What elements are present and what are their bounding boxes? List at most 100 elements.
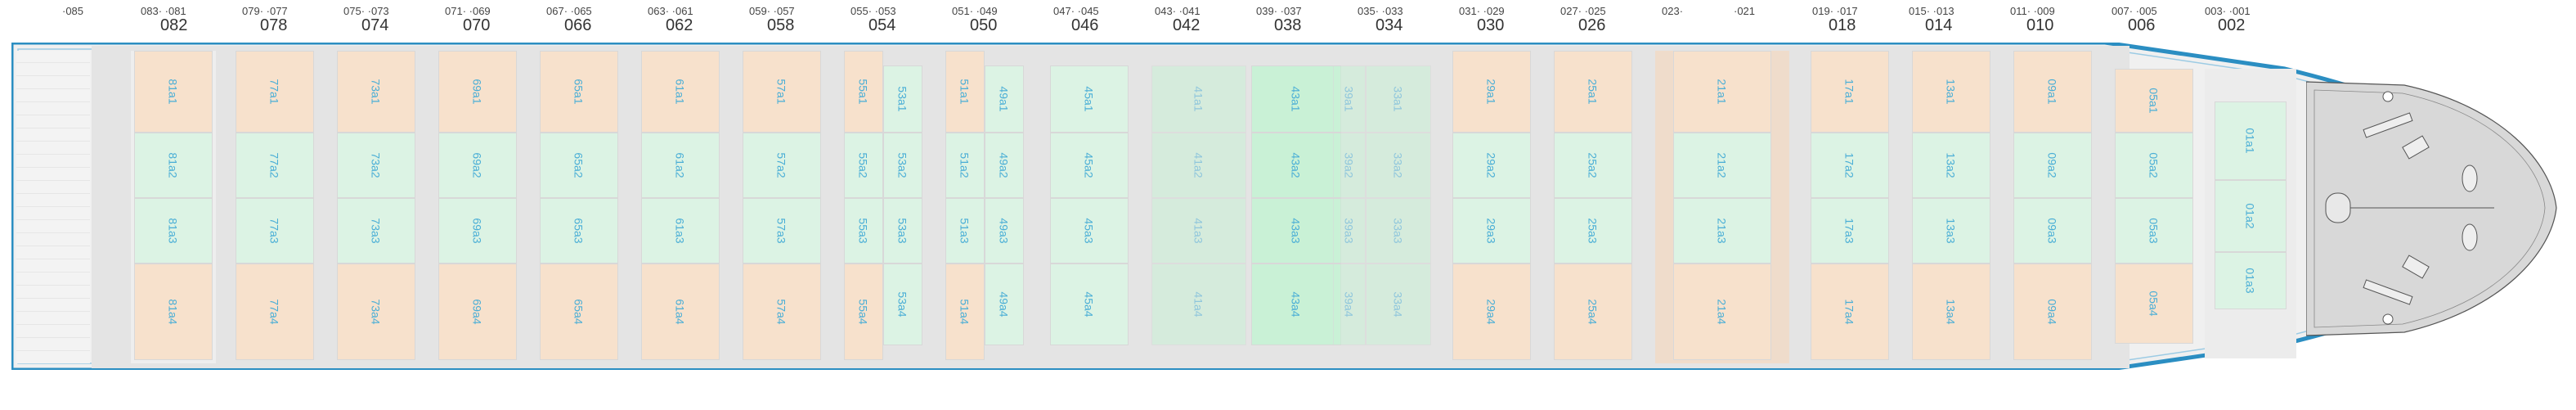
slot-cell[interactable]: 77a3 bbox=[236, 198, 314, 264]
slot-cell[interactable]: 13a3 bbox=[1912, 198, 1990, 264]
slot-cell[interactable]: 51a4 bbox=[945, 264, 985, 360]
slot-cell[interactable]: 43a1 bbox=[1251, 65, 1341, 133]
bay-pair-label: 011· ·009 bbox=[2010, 5, 2055, 17]
slot-cell[interactable]: 45a1 bbox=[1050, 65, 1129, 133]
slot-cell[interactable]: 29a1 bbox=[1452, 51, 1531, 133]
bow-forecastle bbox=[2306, 81, 2557, 336]
slot-cell[interactable]: 21a4 bbox=[1673, 264, 1771, 360]
slot-cell[interactable]: 41a4 bbox=[1151, 264, 1246, 345]
slot-cell[interactable]: 25a4 bbox=[1554, 264, 1632, 360]
slot-cell[interactable]: 13a1 bbox=[1912, 51, 1990, 133]
slot-cell[interactable]: 41a1 bbox=[1151, 65, 1246, 133]
slot-cell[interactable]: 43a2 bbox=[1251, 133, 1341, 198]
slot-cell[interactable]: 51a2 bbox=[945, 133, 985, 198]
slot-cell[interactable]: 77a4 bbox=[236, 264, 314, 360]
slot-cell[interactable]: 09a3 bbox=[2013, 198, 2092, 264]
slot-cell[interactable]: 25a3 bbox=[1554, 198, 1632, 264]
slot-cell[interactable]: 05a2 bbox=[2115, 133, 2193, 198]
slot-cell[interactable]: 55a3 bbox=[844, 198, 883, 264]
slot-cell[interactable]: 01a1 bbox=[2215, 101, 2287, 180]
slot-cell[interactable]: 43a3 bbox=[1251, 198, 1341, 264]
slot-cell[interactable]: 69a3 bbox=[438, 198, 517, 264]
slot-cell[interactable]: 73a4 bbox=[337, 264, 415, 360]
slot-cell[interactable]: 39a1 bbox=[1333, 65, 1366, 133]
slot-cell[interactable]: 45a2 bbox=[1050, 133, 1129, 198]
slot-cell[interactable]: 73a1 bbox=[337, 51, 415, 133]
slot-cell[interactable]: 29a4 bbox=[1452, 264, 1531, 360]
slot-cell[interactable]: 41a3 bbox=[1151, 198, 1246, 264]
slot-cell[interactable]: 21a1 bbox=[1673, 51, 1771, 133]
slot-cell[interactable]: 69a1 bbox=[438, 51, 517, 133]
slot-cell[interactable]: 33a4 bbox=[1366, 264, 1431, 345]
slot-cell[interactable]: 17a2 bbox=[1811, 133, 1889, 198]
slot-cell[interactable]: 25a1 bbox=[1554, 51, 1632, 133]
slot-cell[interactable]: 09a1 bbox=[2013, 51, 2092, 133]
slot-cell[interactable]: 53a4 bbox=[883, 264, 922, 345]
slot-cell[interactable]: 53a1 bbox=[883, 65, 922, 133]
slot-cell[interactable]: 51a3 bbox=[945, 198, 985, 264]
slot-cell[interactable]: 55a4 bbox=[844, 264, 883, 360]
slot-cell[interactable]: 81a2 bbox=[134, 133, 213, 198]
slot-cell[interactable]: 01a2 bbox=[2215, 180, 2287, 252]
slot-cell[interactable]: 81a3 bbox=[134, 198, 213, 264]
slot-cell[interactable]: 65a4 bbox=[540, 264, 618, 360]
slot-cell[interactable]: 33a3 bbox=[1366, 198, 1431, 264]
slot-cell[interactable]: 65a1 bbox=[540, 51, 618, 133]
slot-cell[interactable]: 49a2 bbox=[985, 133, 1024, 198]
slot-cell[interactable]: 45a3 bbox=[1050, 198, 1129, 264]
slot-cell[interactable]: 21a2 bbox=[1673, 133, 1771, 198]
slot-cell[interactable]: 13a2 bbox=[1912, 133, 1990, 198]
slot-cell[interactable]: 05a1 bbox=[2115, 69, 2193, 133]
slot-cell[interactable]: 53a2 bbox=[883, 133, 922, 198]
slot-cell[interactable]: 45a4 bbox=[1050, 264, 1129, 345]
slot-cell[interactable]: 57a4 bbox=[743, 264, 821, 360]
slot-cell[interactable]: 05a3 bbox=[2115, 198, 2193, 264]
bay-number: 042 bbox=[1173, 16, 1200, 34]
slot-cell[interactable]: 49a4 bbox=[985, 264, 1024, 345]
slot-cell[interactable]: 81a1 bbox=[134, 51, 213, 133]
slot-cell[interactable]: 73a2 bbox=[337, 133, 415, 198]
slot-cell[interactable]: 17a3 bbox=[1811, 198, 1889, 264]
slot-cell[interactable]: 55a1 bbox=[844, 51, 883, 133]
slot-cell[interactable]: 55a2 bbox=[844, 133, 883, 198]
slot-cell[interactable]: 69a2 bbox=[438, 133, 517, 198]
slot-cell[interactable]: 43a4 bbox=[1251, 264, 1341, 345]
slot-cell[interactable]: 39a2 bbox=[1333, 133, 1366, 198]
slot-cell[interactable]: 53a3 bbox=[883, 198, 922, 264]
slot-cell[interactable]: 69a4 bbox=[438, 264, 517, 360]
slot-cell[interactable]: 33a2 bbox=[1366, 133, 1431, 198]
slot-cell[interactable]: 65a2 bbox=[540, 133, 618, 198]
slot-cell[interactable]: 57a2 bbox=[743, 133, 821, 198]
slot-cell[interactable]: 61a4 bbox=[641, 264, 720, 360]
slot-cell[interactable]: 61a1 bbox=[641, 51, 720, 133]
slot-cell[interactable]: 17a4 bbox=[1811, 264, 1889, 360]
slot-cell[interactable]: 25a2 bbox=[1554, 133, 1632, 198]
slot-cell[interactable]: 29a2 bbox=[1452, 133, 1531, 198]
slot-cell[interactable]: 33a1 bbox=[1366, 65, 1431, 133]
slot-cell[interactable]: 09a4 bbox=[2013, 264, 2092, 360]
slot-cell[interactable]: 17a1 bbox=[1811, 51, 1889, 133]
slot-cell[interactable]: 73a3 bbox=[337, 198, 415, 264]
slot-cell[interactable]: 65a3 bbox=[540, 198, 618, 264]
slot-cell[interactable]: 57a3 bbox=[743, 198, 821, 264]
slot-cell[interactable]: 41a2 bbox=[1151, 133, 1246, 198]
slot-cell[interactable]: 49a3 bbox=[985, 198, 1024, 264]
slot-cell[interactable]: 05a4 bbox=[2115, 264, 2193, 344]
slot-cell[interactable]: 13a4 bbox=[1912, 264, 1990, 360]
slot-cell[interactable]: 39a3 bbox=[1333, 198, 1366, 264]
slot-cell[interactable]: 01a3 bbox=[2215, 252, 2287, 309]
slot-cell[interactable]: 77a2 bbox=[236, 133, 314, 198]
bay-pair-label: 075· ·073 bbox=[343, 5, 389, 17]
slot-cell[interactable]: 51a1 bbox=[945, 51, 985, 133]
slot-cell[interactable]: 29a3 bbox=[1452, 198, 1531, 264]
slot-cell[interactable]: 09a2 bbox=[2013, 133, 2092, 198]
slot-cell[interactable]: 61a3 bbox=[641, 198, 720, 264]
bay-number: 082 bbox=[160, 16, 188, 34]
slot-cell[interactable]: 49a1 bbox=[985, 65, 1024, 133]
slot-cell[interactable]: 81a4 bbox=[134, 264, 213, 360]
slot-cell[interactable]: 61a2 bbox=[641, 133, 720, 198]
slot-cell[interactable]: 39a4 bbox=[1333, 264, 1366, 345]
slot-cell[interactable]: 77a1 bbox=[236, 51, 314, 133]
slot-cell[interactable]: 21a3 bbox=[1673, 198, 1771, 264]
slot-cell[interactable]: 57a1 bbox=[743, 51, 821, 133]
